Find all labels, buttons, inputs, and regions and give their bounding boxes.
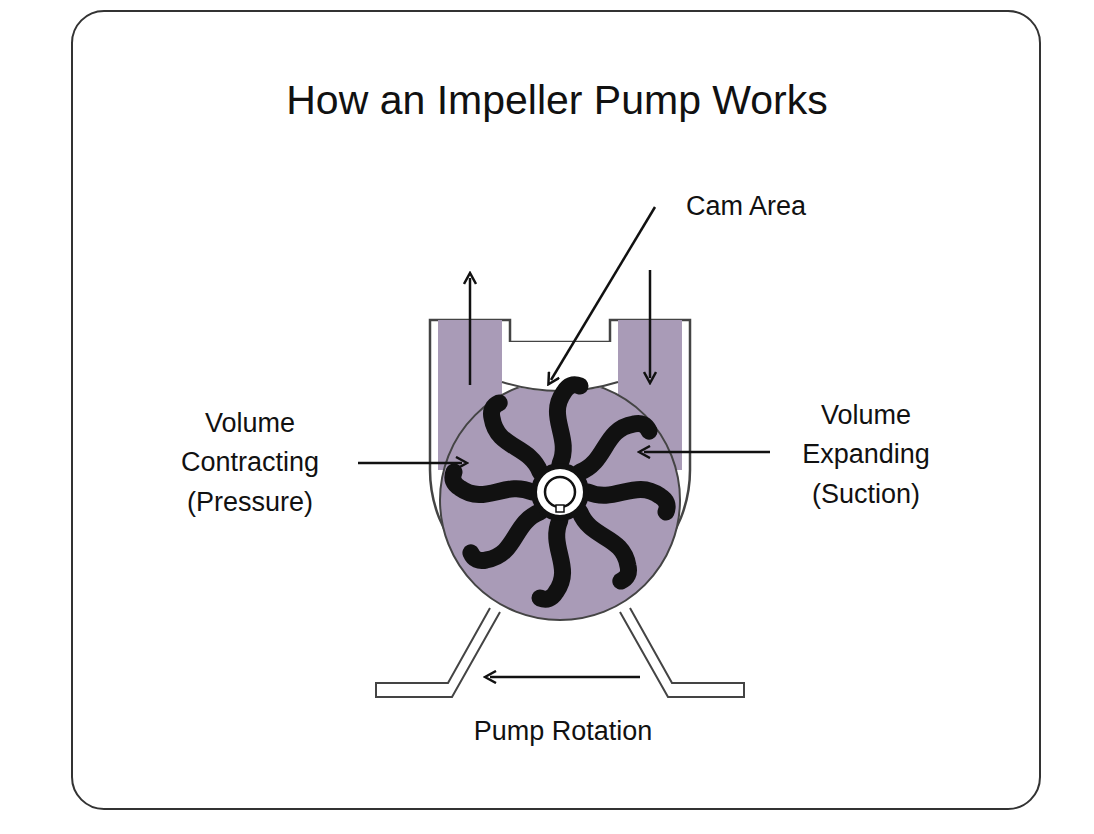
impeller-blade <box>566 510 638 582</box>
leader-line <box>551 207 655 380</box>
left-leg <box>376 608 500 697</box>
region-label: Volume Contracting (Pressure) <box>153 404 348 521</box>
impeller-blades <box>453 385 667 599</box>
impeller-blade <box>578 414 650 486</box>
impeller-blade <box>453 472 532 495</box>
leader-line <box>358 462 462 465</box>
region-label: Volume Expanding (Suction) <box>774 396 959 513</box>
card-frame <box>72 11 1040 809</box>
impeller-blade <box>557 385 580 464</box>
impeller-blade <box>470 498 542 570</box>
motion-label: Pump Rotation <box>423 712 703 751</box>
inflow-arrow <box>649 270 652 378</box>
shaft <box>545 477 575 507</box>
impeller-blade <box>482 402 554 474</box>
impeller-blade <box>588 489 667 512</box>
part-label: Cam Area <box>661 187 831 226</box>
rotation-arrow <box>490 676 640 679</box>
impeller-chamber <box>440 380 680 620</box>
right-leg <box>620 608 744 697</box>
impeller-hub <box>534 466 586 518</box>
outflow-arrow <box>469 278 472 385</box>
shaft-key <box>556 505 564 512</box>
impeller-blade <box>540 520 563 599</box>
leader-line <box>644 451 770 454</box>
diagram-title: How an Impeller Pump Works <box>167 71 947 130</box>
